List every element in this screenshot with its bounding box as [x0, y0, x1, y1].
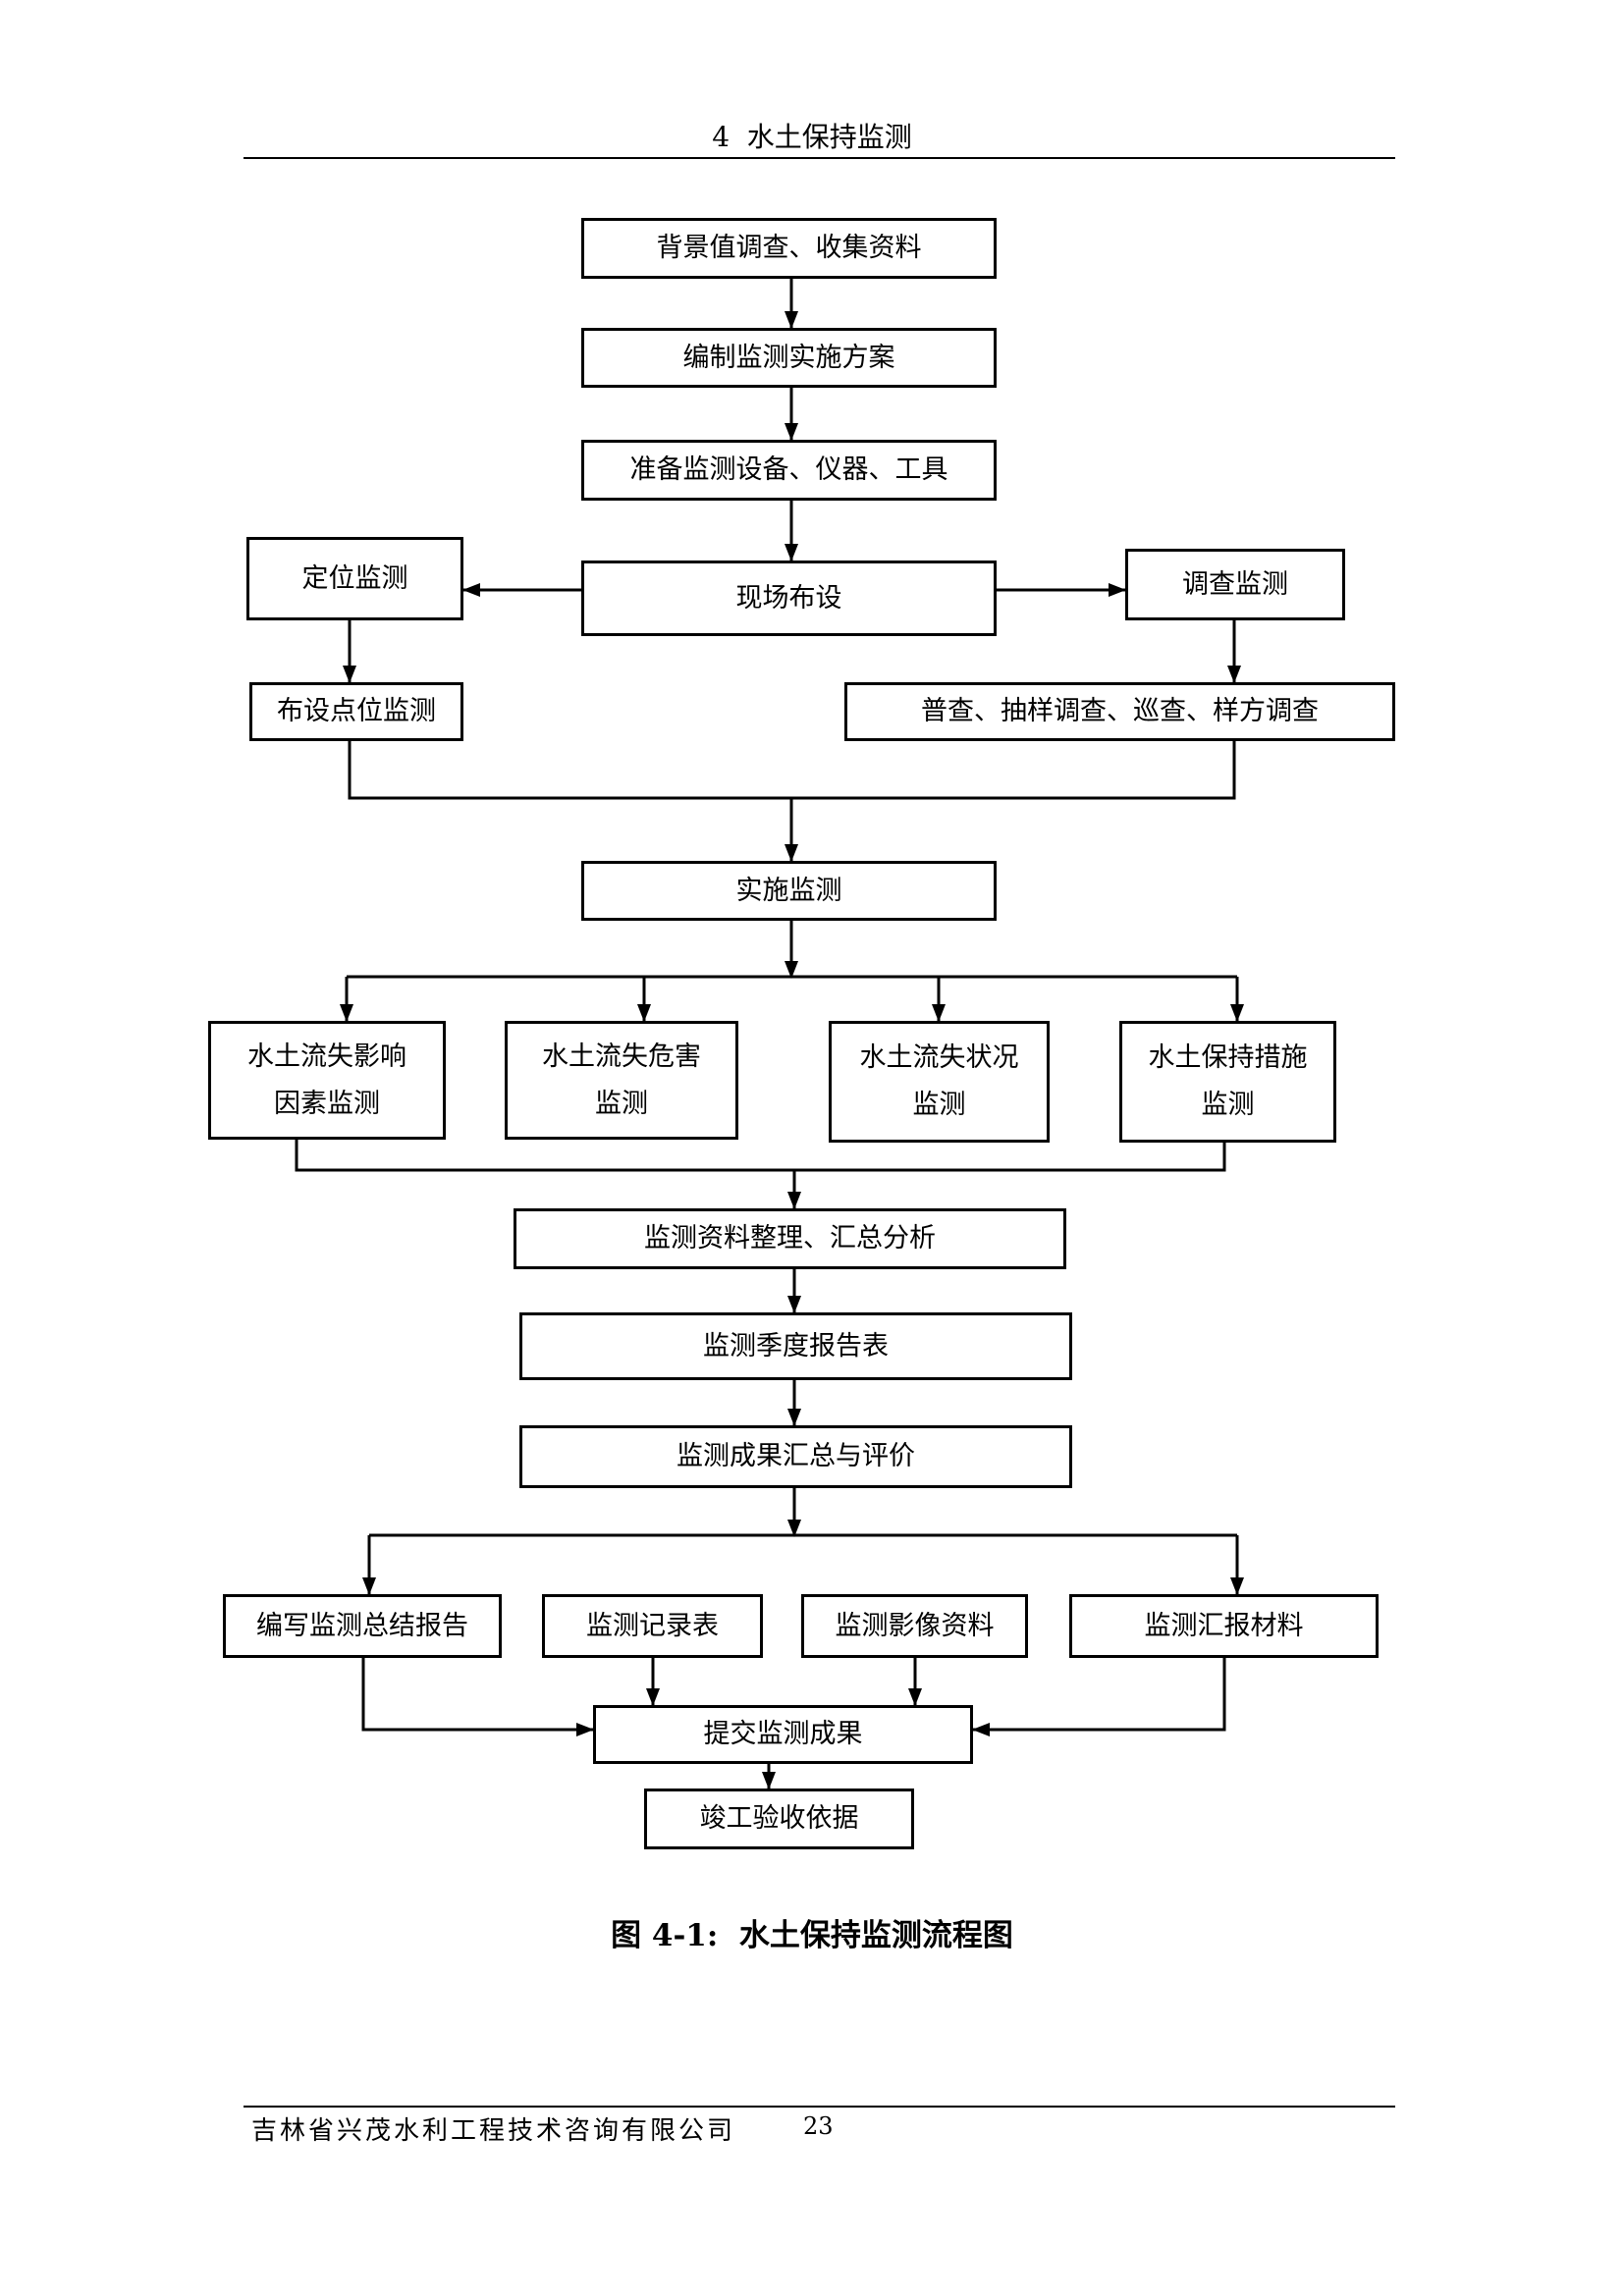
arrow-summary-to-submit	[361, 1658, 594, 1736]
step-label: 监测资料整理、汇总分析	[644, 1223, 936, 1254]
step-compile-plan: 编制监测实施方案	[581, 328, 997, 388]
step-record-table: 监测记录表	[542, 1594, 763, 1658]
step-label: 调查监测	[1182, 568, 1288, 600]
header-rule	[244, 157, 1395, 159]
step-label: 准备监测设备、仪器、工具	[629, 454, 948, 485]
step-result-evaluation: 监测成果汇总与评价	[519, 1425, 1072, 1488]
footer-company-name: 吉林省兴茂水利工程技术咨询有限公司	[251, 2116, 736, 2146]
step-label-line-2: 监测	[912, 1090, 966, 1120]
merge-line-point-census	[348, 741, 1236, 800]
step-data-analysis: 监测资料整理、汇总分析	[514, 1208, 1066, 1269]
step-label: 监测影像资料	[835, 1610, 995, 1641]
step-label: 现场布设	[735, 582, 842, 614]
step-census-survey: 普查、抽样调查、巡查、样方调查	[844, 682, 1395, 741]
page-header-title: 4 水土保持监测	[712, 121, 912, 153]
step-label-line-1: 水土流失状况	[859, 1042, 1019, 1073]
step-measure-monitoring: 水土保持措施 监测	[1119, 1021, 1336, 1143]
step-label-line-2: 因素监测	[274, 1088, 380, 1119]
step-label: 监测记录表	[586, 1610, 719, 1641]
step-label: 普查、抽样调查、巡查、样方调查	[921, 696, 1319, 726]
step-label: 布设点位监测	[277, 696, 436, 726]
step-implement-monitoring: 实施监测	[581, 861, 997, 921]
step-label-line-1: 水土保持措施	[1148, 1042, 1308, 1073]
step-background-survey: 背景值调查、收集资料	[581, 218, 997, 279]
merge-line-four-monitoring	[295, 1140, 1226, 1172]
step-label-line-1: 水土流失影响	[247, 1041, 406, 1072]
step-positioning-monitoring: 定位监测	[246, 537, 463, 620]
step-label: 监测成果汇总与评价	[677, 1441, 915, 1471]
step-label: 实施监测	[735, 875, 842, 906]
step-label: 竣工验收依据	[699, 1803, 859, 1834]
step-site-layout: 现场布设	[581, 561, 997, 636]
step-label-line-2: 监测	[595, 1088, 648, 1119]
step-label: 监测季度报告表	[703, 1330, 889, 1362]
figure-caption: 图 4-1: 水土保持监测流程图	[611, 1918, 1013, 1953]
step-label: 编制监测实施方案	[682, 342, 895, 373]
step-label-line-1: 水土流失危害	[542, 1041, 701, 1072]
step-label: 编写监测总结报告	[256, 1610, 468, 1641]
footer-rule	[244, 2106, 1395, 2108]
step-influence-factor-monitoring: 水土流失影响 因素监测	[208, 1021, 446, 1140]
step-status-monitoring: 水土流失状况 监测	[829, 1021, 1050, 1143]
step-point-monitoring: 布设点位监测	[249, 682, 463, 741]
step-acceptance-basis: 竣工验收依据	[644, 1789, 914, 1849]
step-label: 定位监测	[301, 562, 408, 594]
footer-page-number: 23	[803, 2112, 834, 2140]
step-prepare-equipment: 准备监测设备、仪器、工具	[581, 440, 997, 501]
step-report-material: 监测汇报材料	[1069, 1594, 1379, 1658]
step-submit-results: 提交监测成果	[593, 1705, 973, 1764]
step-label: 背景值调查、收集资料	[656, 233, 922, 263]
step-label: 提交监测成果	[703, 1719, 863, 1749]
step-image-data: 监测影像资料	[801, 1594, 1028, 1658]
step-hazard-monitoring: 水土流失危害 监测	[505, 1021, 738, 1140]
step-quarterly-report: 监测季度报告表	[519, 1312, 1072, 1380]
step-label: 监测汇报材料	[1144, 1610, 1304, 1641]
step-summary-report: 编写监测总结报告	[223, 1594, 502, 1658]
step-survey-monitoring: 调查监测	[1125, 549, 1345, 620]
step-label-line-2: 监测	[1201, 1090, 1255, 1120]
arrow-material-to-submit	[972, 1658, 1226, 1736]
